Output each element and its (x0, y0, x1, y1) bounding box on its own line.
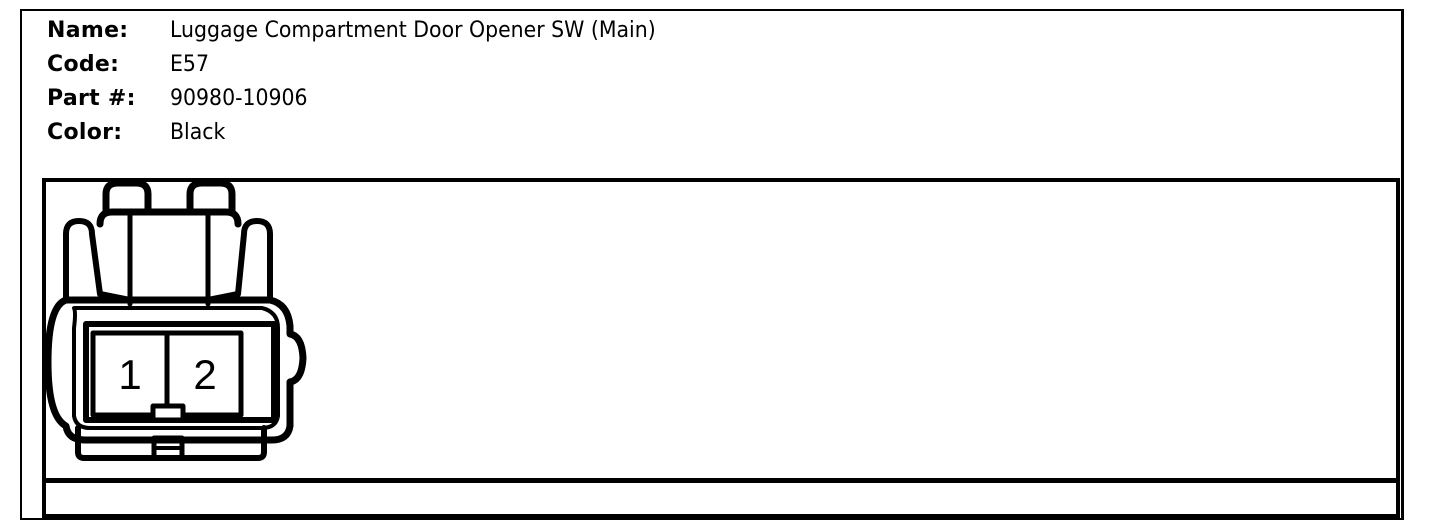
pin-number-2: 2 (193, 351, 216, 398)
right-guide-rail (205, 218, 273, 303)
key-notch (150, 403, 186, 423)
connector-face-diagram: 1 2 (44, 179, 307, 461)
housing-outer (44, 296, 307, 444)
pin-number-1: 1 (118, 351, 141, 398)
code-label: Code: (47, 52, 120, 77)
pin-cavity-2 (164, 330, 244, 418)
name-value: Luggage Compartment Door Opener SW (Main… (170, 18, 656, 43)
part-label: Part #: (47, 86, 136, 111)
color-value: Black (170, 120, 226, 145)
part-value: 90980-10906 (170, 86, 308, 111)
code-value: E57 (170, 52, 209, 77)
left-latch-tab (102, 179, 152, 216)
name-label: Name: (47, 18, 129, 43)
right-latch-tab (186, 179, 236, 216)
color-label: Color: (47, 120, 123, 145)
connector-footer-panel (42, 479, 1400, 518)
left-guide-rail (63, 218, 133, 303)
